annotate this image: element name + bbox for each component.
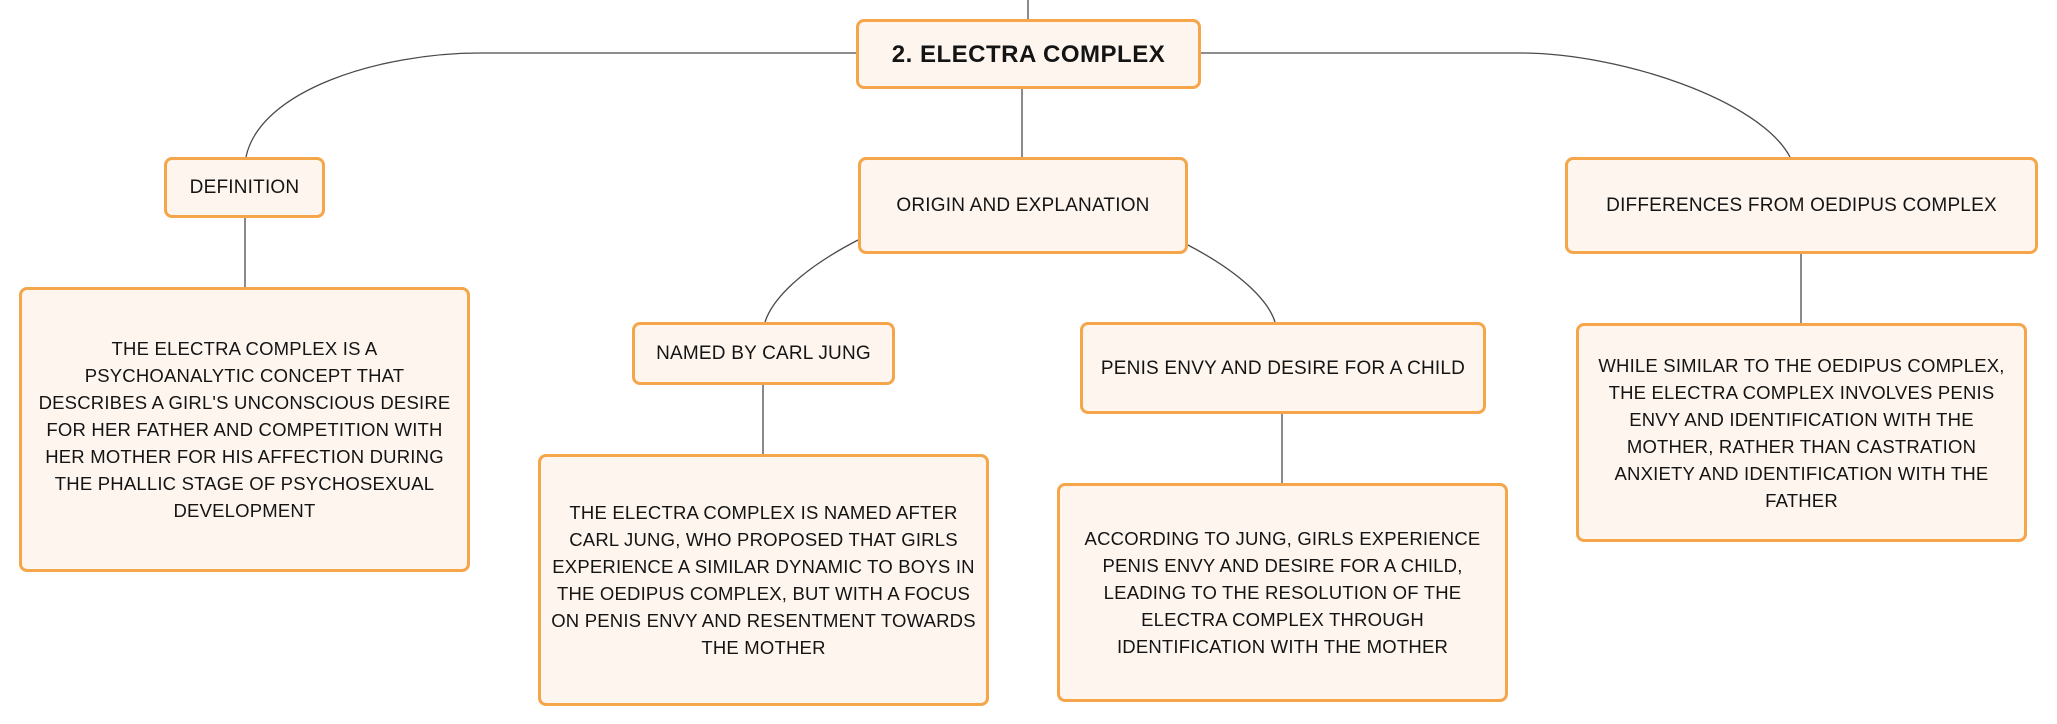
jung-text: THE ELECTRA COMPLEX IS NAMED AFTER CARL … xyxy=(551,502,976,658)
envy-node[interactable]: PENIS ENVY AND DESIRE FOR A CHILD xyxy=(1080,322,1486,414)
definition-node[interactable]: DEFINITION xyxy=(164,157,325,218)
jung-node[interactable]: NAMED BY CARL JUNG xyxy=(632,322,895,385)
envy-text: ACCORDING TO JUNG, GIRLS EXPERIENCE PENI… xyxy=(1084,528,1481,657)
differences-text-node[interactable]: WHILE SIMILAR TO THE OEDIPUS COMPLEX, TH… xyxy=(1576,323,2027,542)
connector-root-definition xyxy=(245,52,858,158)
jung-label: NAMED BY CARL JUNG xyxy=(656,343,871,364)
definition-text: THE ELECTRA COMPLEX IS A PSYCHOANALYTIC … xyxy=(38,338,451,521)
definition-text-node[interactable]: THE ELECTRA COMPLEX IS A PSYCHOANALYTIC … xyxy=(19,287,470,572)
root-title: 2. ELECTRA COMPLEX xyxy=(891,40,1166,68)
differences-node[interactable]: DIFFERENCES FROM OEDIPUS COMPLEX xyxy=(1565,157,2038,254)
envy-text-node[interactable]: ACCORDING TO JUNG, GIRLS EXPERIENCE PENI… xyxy=(1057,483,1508,702)
jung-text-node[interactable]: THE ELECTRA COMPLEX IS NAMED AFTER CARL … xyxy=(538,454,989,706)
root-node[interactable]: 2. ELECTRA COMPLEX xyxy=(856,19,1201,89)
origin-node[interactable]: ORIGIN AND EXPLANATION xyxy=(858,157,1188,254)
envy-label: PENIS ENVY AND DESIRE FOR A CHILD xyxy=(1100,357,1466,379)
differences-text: WHILE SIMILAR TO THE OEDIPUS COMPLEX, TH… xyxy=(1598,354,2005,511)
origin-label: ORIGIN AND EXPLANATION xyxy=(896,195,1150,216)
differences-label: DIFFERENCES FROM OEDIPUS COMPLEX xyxy=(1606,195,1997,216)
definition-label: DEFINITION xyxy=(189,177,300,198)
connector-origin-envy xyxy=(1185,243,1276,323)
connector-root-differences xyxy=(1200,52,1791,158)
connector-origin-jung xyxy=(764,239,859,323)
